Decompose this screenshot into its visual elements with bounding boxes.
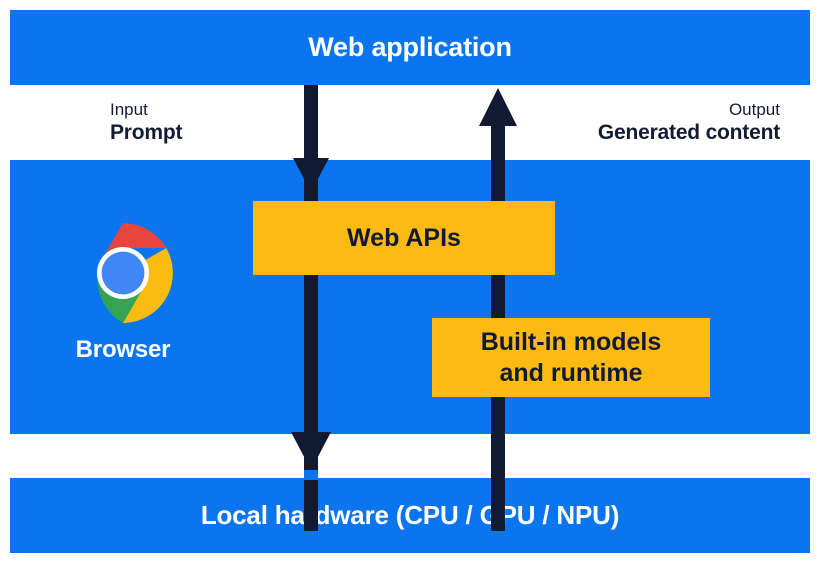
box-web-apis-label: Web APIs bbox=[347, 223, 461, 252]
flow-label-output: Output Generated content bbox=[598, 99, 780, 147]
flow-label-input: Input Prompt bbox=[110, 99, 183, 147]
browser-identity: Browser bbox=[52, 222, 194, 364]
box-web-apis[interactable]: Web APIs bbox=[253, 201, 555, 275]
band-web-application-label: Web application bbox=[308, 32, 512, 62]
band-web-application: Web application bbox=[10, 10, 810, 85]
flow-label-output-kind: Output bbox=[728, 100, 780, 119]
band-local-hardware-label: Local hardware (CPU / GPU / NPU) bbox=[200, 500, 620, 530]
chrome-logo-icon bbox=[96, 223, 173, 323]
flow-label-input-kind: Input bbox=[110, 100, 148, 119]
box-built-in-models-label: Built-in models and runtime bbox=[481, 327, 662, 388]
box-built-in-models-line1: Built-in models bbox=[480, 328, 662, 356]
flow-label-input-value: Prompt bbox=[110, 121, 183, 145]
browser-label: Browser bbox=[75, 336, 171, 363]
box-built-in-models-line2: and runtime bbox=[499, 358, 643, 387]
flow-label-output-value: Generated content bbox=[597, 121, 780, 145]
band-local-hardware: Local hardware (CPU / GPU / NPU) bbox=[10, 478, 810, 553]
box-built-in-models[interactable]: Built-in models and runtime bbox=[432, 318, 710, 397]
